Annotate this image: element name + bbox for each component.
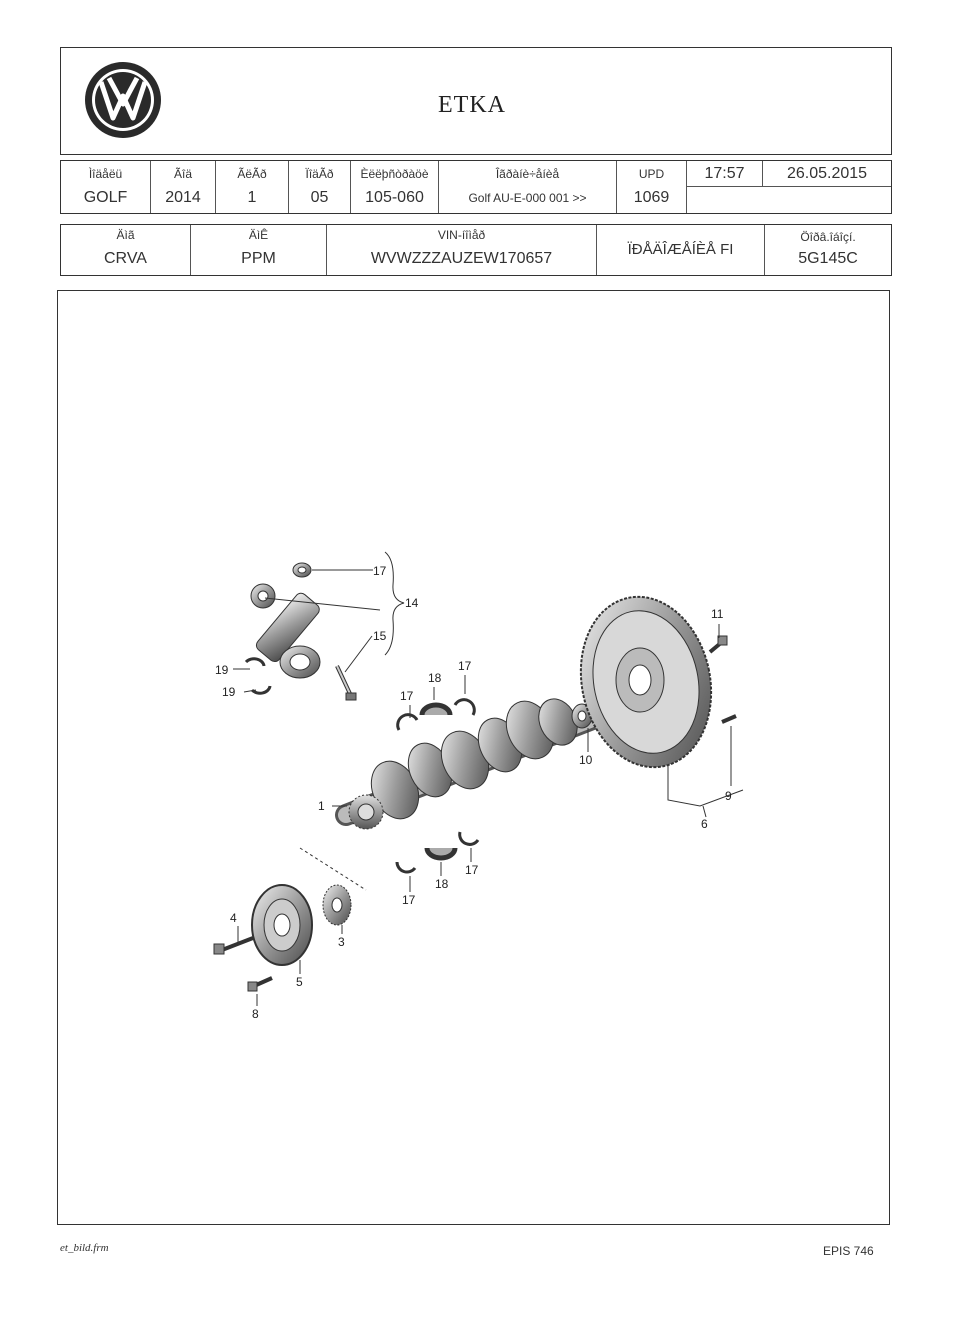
info-cell-model: Ìîäåëü GOLF — [61, 161, 151, 213]
info-cell-upd: UPD 1069 — [617, 161, 687, 213]
dowel-pin — [721, 714, 737, 724]
info-cell-year: Ãîä 2014 — [151, 161, 216, 213]
callout-17: 17 — [402, 893, 416, 907]
callout-19: 19 — [222, 685, 236, 699]
callout-17: 17 — [465, 863, 479, 877]
info-cell-vin: VIN-íîìåð WVWZZZAUZEW170657 — [327, 225, 597, 275]
callout-8: 6 — [701, 817, 708, 831]
vw-logo-icon — [83, 60, 163, 140]
info-row-2: Äìã CRVA ÄìÊ PPM VIN-íîìåð WVWZZZAUZEW17… — [60, 224, 892, 276]
callout-10: 10 — [579, 753, 593, 767]
main-bearing-shells-lower — [395, 831, 480, 874]
rod-bearing-shells — [244, 657, 272, 695]
callout-15: 15 — [373, 629, 387, 643]
flywheel-bolt — [708, 635, 728, 654]
diagram-frame — [57, 290, 890, 1225]
info-cell-warning: ÏÐÅÄÎÆÅÍÈÅ FI — [597, 225, 765, 275]
callout-9: 9 — [725, 789, 732, 803]
damper-bolt-2 — [247, 976, 273, 992]
info-cell-illustration: Èëëþñòðàöè 105-060 — [351, 161, 439, 213]
page-title: ETKA — [438, 92, 506, 118]
leader-lines — [233, 551, 744, 1006]
callout-4: 4 — [230, 911, 237, 925]
connecting-rod — [250, 583, 321, 679]
callout-6: 8 — [252, 1007, 259, 1021]
info-cell-engine: Äìã CRVA — [61, 225, 191, 275]
info-cell-gearbox: ÄìÊ PPM — [191, 225, 327, 275]
info-cell-date: 26.05.2015 — [763, 161, 891, 187]
info-cell-restriction: Îãðàíè÷åíèå Golf AU-E-000 001 >> — [439, 161, 617, 213]
callout-18: 18 — [428, 671, 442, 685]
crank-sprocket — [322, 884, 352, 926]
callout-1: 1 — [318, 799, 325, 813]
callout-16: 17 — [373, 564, 387, 578]
callout-17: 17 — [400, 689, 414, 703]
flywheel — [579, 595, 713, 769]
footer-right: EPIS 746 — [823, 1244, 874, 1258]
header-box — [60, 47, 892, 155]
info-cell-subgroup: ÏîäÃð 05 — [289, 161, 351, 213]
damper-bolt — [213, 936, 254, 955]
info-cell-color-code: Öîðâ.îáîçí. 5G145C — [798, 230, 858, 267]
info-row-1: Ìîäåëü GOLF Ãîä 2014 ÃëÃð 1 ÏîäÃð 05 Èëë… — [60, 160, 892, 214]
callout-3: 3 — [338, 935, 345, 949]
info-cell-maingroup: ÃëÃð 1 — [216, 161, 289, 213]
callout-11: 11 — [711, 607, 724, 621]
callout-19: 19 — [215, 663, 229, 677]
callout-5: 5 — [296, 975, 303, 989]
callout-17: 17 — [458, 659, 472, 673]
vibration-damper — [251, 884, 313, 966]
rod-bolt — [335, 665, 357, 701]
footer-left: et_bild.frm — [60, 1242, 109, 1254]
main-bearing-shells-upper — [396, 698, 476, 731]
crankshaft — [335, 698, 601, 830]
rod-bushing — [292, 562, 312, 578]
callout-14: 14 — [405, 596, 419, 610]
callout-18: 18 — [435, 877, 449, 891]
info-cell-time: 17:57 — [687, 161, 763, 187]
